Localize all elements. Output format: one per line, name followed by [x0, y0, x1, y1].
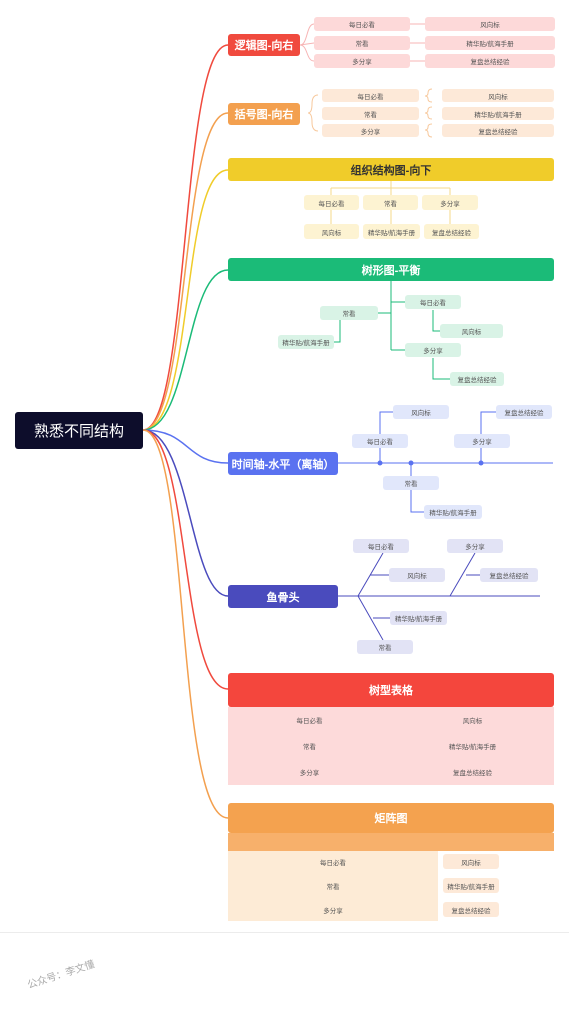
branch-timeline: 时间轴-水平（离轴）	[228, 452, 338, 475]
org-top-1: 每日必看	[304, 195, 359, 210]
matrix-cell: 风向标	[443, 854, 499, 869]
fishbone-node-fengxiang: 风向标	[389, 568, 445, 582]
fishbone-node-duofenxiang: 多分享	[447, 539, 503, 553]
org-top-3: 多分享	[422, 195, 478, 210]
org-top-2: 常看	[363, 195, 418, 210]
branch-logic-chart: 逻辑图-向右	[228, 34, 300, 56]
branch-tree-balanced: 树形图-平衡	[228, 258, 554, 281]
matrix-left-column: 每日必看 常看 多分享	[228, 851, 438, 921]
tree-table-body: 每日必看 风向标 常看 精华贴/航海手册 多分享 复盘总结经验	[228, 707, 554, 785]
matrix-cell: 复盘总结经验	[443, 902, 499, 917]
bracket-left-1: 每日必看	[322, 89, 419, 102]
fishbone-node-fupan: 复盘总结经验	[480, 568, 538, 582]
footer-divider	[0, 932, 569, 933]
timeline-node-changkan: 常看	[383, 476, 439, 490]
logic-left-2: 常看	[314, 36, 410, 50]
tree-node-fupan: 复盘总结经验	[450, 372, 504, 386]
matrix-header-strip	[228, 833, 554, 851]
tree-node-duofenxiang: 多分享	[405, 343, 461, 357]
org-bottom-2: 精华贴/航海手册	[363, 224, 420, 239]
root-node: 熟悉不同结构	[15, 412, 143, 449]
logic-left-1: 每日必看	[314, 17, 410, 31]
matrix-cell: 多分享	[323, 908, 343, 915]
tree-node-jinghua: 精华贴/航海手册	[278, 335, 334, 349]
bracket-left-2: 常看	[322, 107, 419, 120]
fishbone-node-jinghua: 精华贴/航海手册	[390, 611, 447, 625]
logic-right-1: 风向标	[425, 17, 555, 31]
org-bottom-1: 风向标	[304, 224, 359, 239]
bracket-right-3: 复盘总结经验	[442, 124, 554, 137]
tree-table-cell: 常看	[303, 744, 316, 751]
branch-tree-table: 树型表格	[228, 673, 554, 707]
timeline-node-fupan: 复盘总结经验	[496, 405, 552, 419]
tree-table-cell: 复盘总结经验	[453, 770, 492, 777]
bracket-left-3: 多分享	[322, 124, 419, 137]
fishbone-node-meiri: 每日必看	[353, 539, 409, 553]
logic-right-3: 复盘总结经验	[425, 54, 555, 68]
timeline-node-meiri: 每日必看	[352, 434, 408, 448]
tree-node-fengxiang: 风向标	[440, 324, 503, 338]
logic-right-2: 精华贴/航海手册	[425, 36, 555, 50]
logic-left-3: 多分享	[314, 54, 410, 68]
bracket-right-2: 精华贴/航海手册	[442, 107, 554, 120]
tree-node-meiri: 每日必看	[405, 295, 461, 309]
tree-table-cell: 每日必看	[296, 718, 323, 725]
branch-org-chart: 组织结构图-向下	[228, 158, 554, 181]
org-bottom-3: 复盘总结经验	[424, 224, 479, 239]
tree-table-cell: 多分享	[299, 770, 320, 777]
tree-table-cell: 风向标	[462, 718, 483, 725]
matrix-cell: 精华贴/航海手册	[443, 878, 499, 893]
matrix-cell: 每日必看	[320, 860, 346, 867]
tree-table-cell: 精华贴/航海手册	[448, 744, 497, 751]
tree-node-changkan: 常看	[320, 306, 378, 320]
timeline-node-fengxiang: 风向标	[393, 405, 449, 419]
bracket-right-1: 风向标	[442, 89, 554, 102]
timeline-node-duofenxiang: 多分享	[454, 434, 510, 448]
branch-bracket-chart: 括号图-向右	[228, 103, 300, 125]
timeline-node-jinghua: 精华贴/航海手册	[424, 505, 482, 519]
branch-matrix: 矩阵图	[228, 803, 554, 833]
matrix-cell: 常看	[326, 884, 340, 891]
branch-fishbone: 鱼骨头	[228, 585, 338, 608]
fishbone-node-changkan: 常看	[357, 640, 413, 654]
